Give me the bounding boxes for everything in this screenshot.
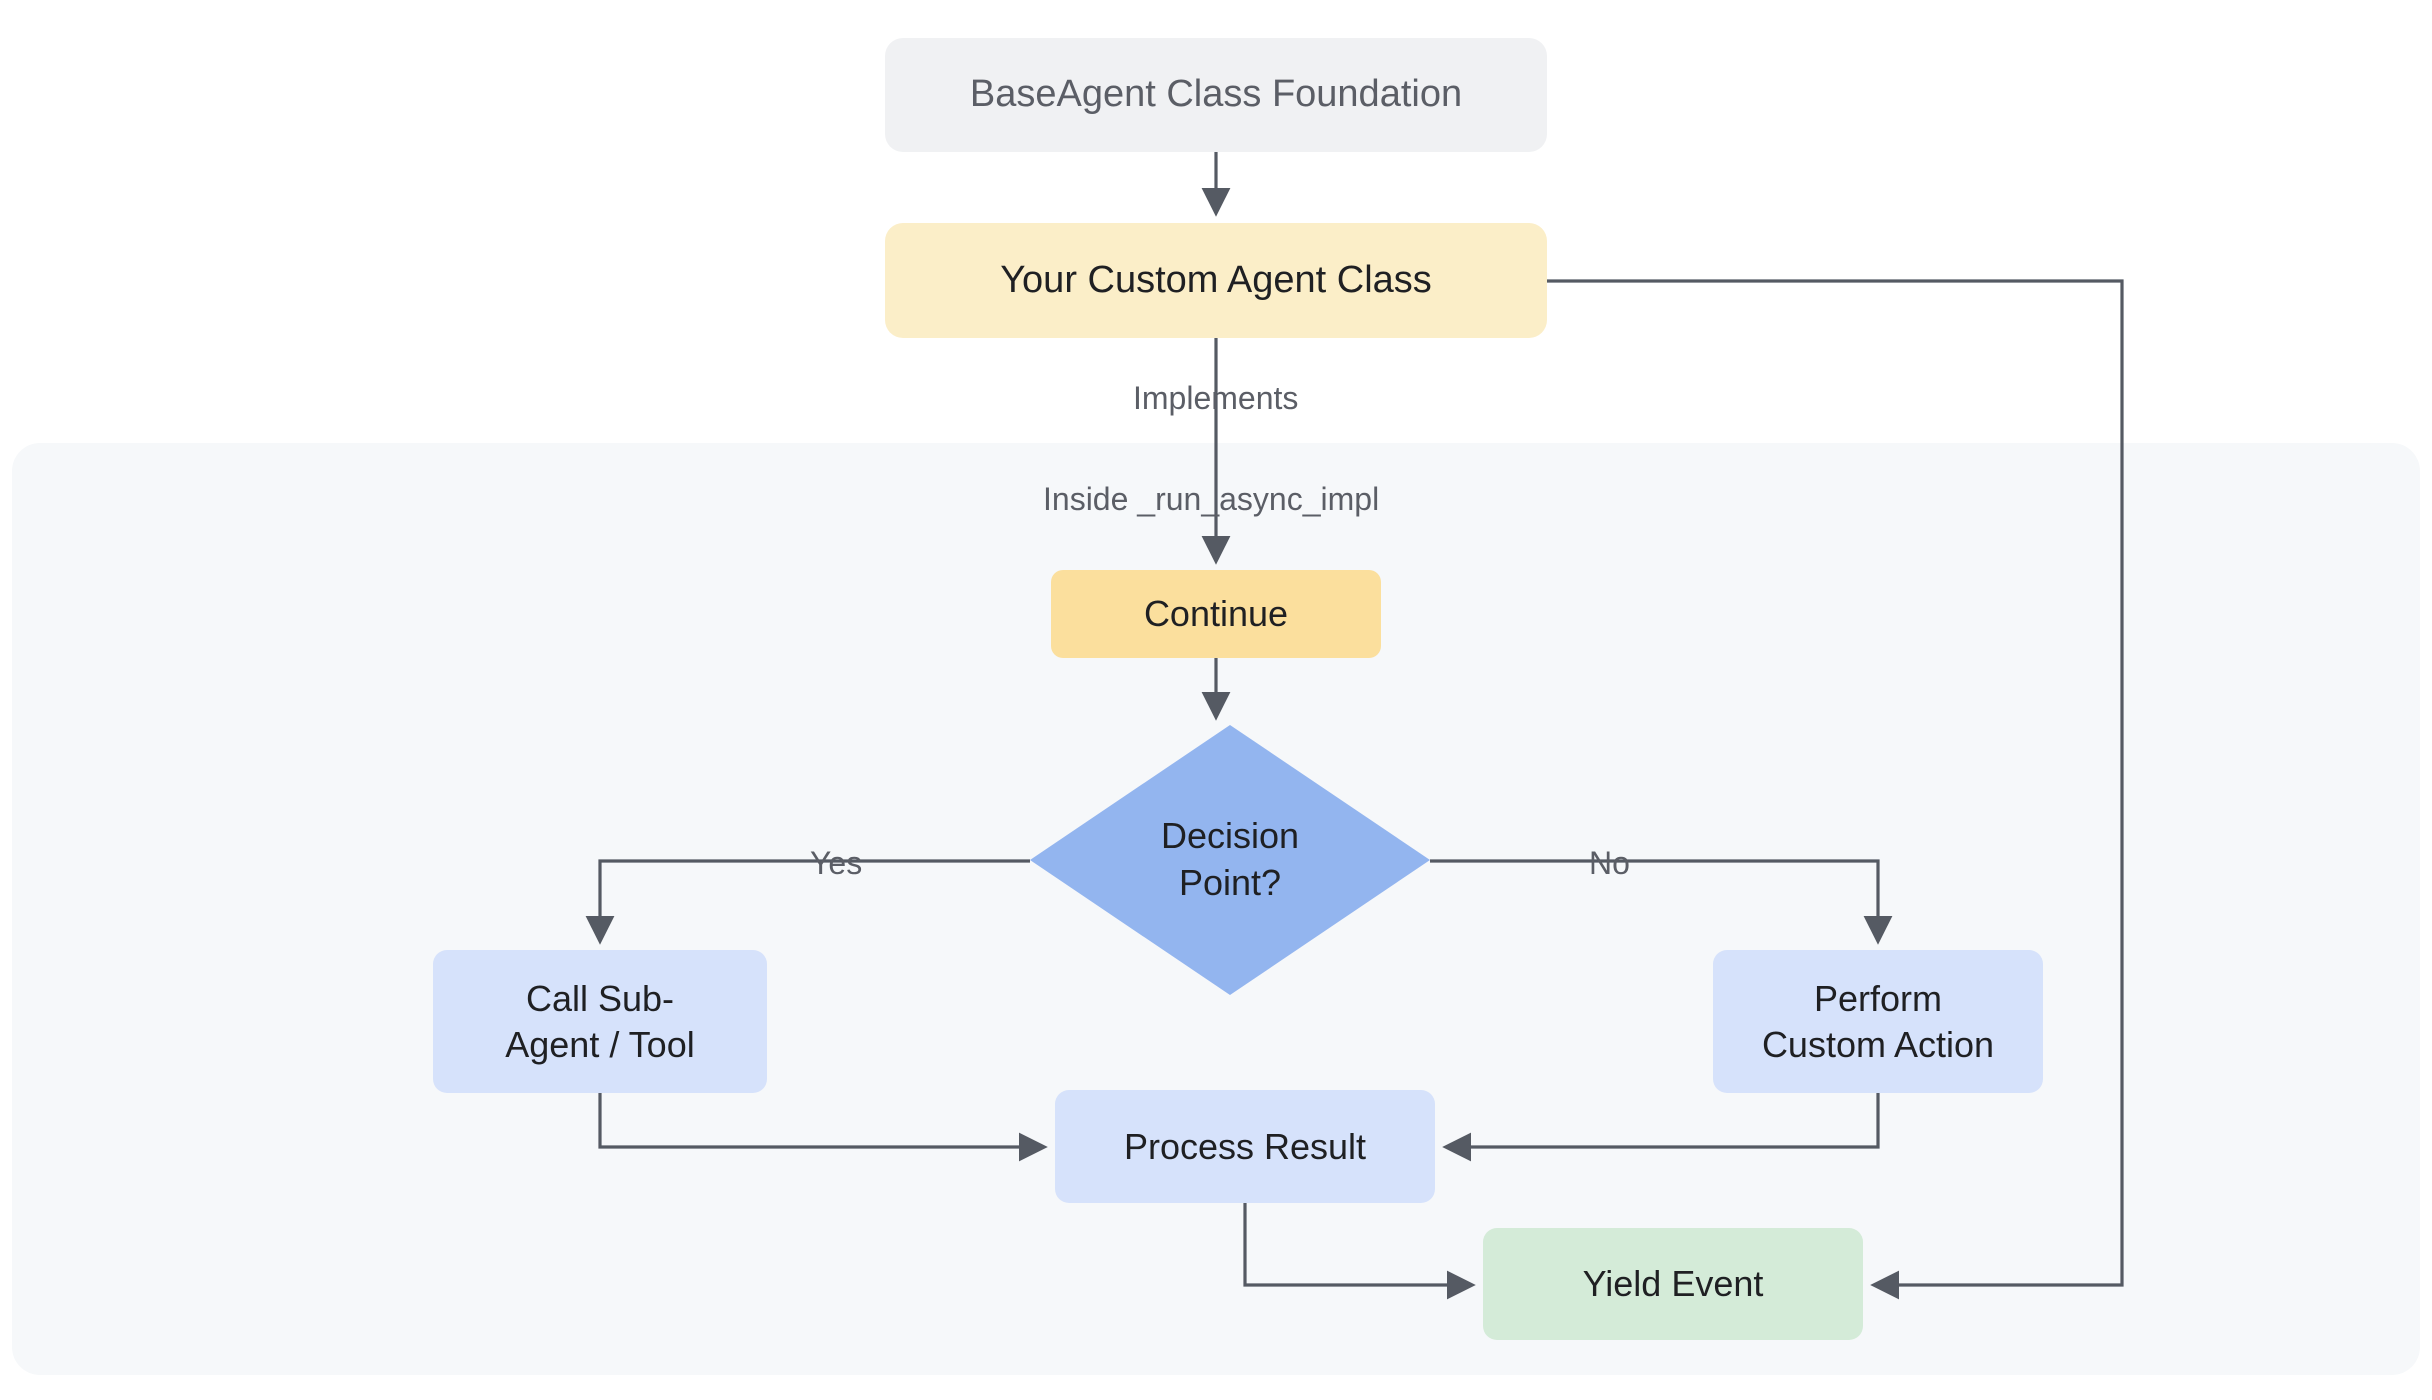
- node-continue[interactable]: Continue: [1051, 570, 1381, 658]
- edge-label-yes: Yes: [810, 845, 863, 881]
- node-label-group: Perform Custom Action: [1762, 976, 1994, 1067]
- node-label: Continue: [1143, 593, 1289, 635]
- node-perform-custom-action[interactable]: Perform Custom Action: [1713, 950, 2043, 1093]
- edge-label-implements: Implements: [1133, 380, 1299, 416]
- node-label-line1: Call Sub-: [525, 978, 675, 1020]
- node-decision-point[interactable]: Decision Point?: [1030, 725, 1430, 995]
- node-label: Yield Event: [1582, 1263, 1764, 1305]
- node-label: Process Result: [1123, 1125, 1367, 1167]
- node-label: Your Custom Agent Class: [1000, 258, 1432, 301]
- node-your-custom-agent-class[interactable]: Your Custom Agent Class: [885, 223, 1547, 338]
- node-label-line2: Agent / Tool: [505, 1023, 695, 1065]
- node-base-agent-class-foundation[interactable]: BaseAgent Class Foundation: [885, 38, 1547, 152]
- edge-label-no: No: [1589, 845, 1630, 881]
- node-label-line2: Point?: [1178, 862, 1282, 903]
- node-yield-event[interactable]: Yield Event: [1483, 1228, 1863, 1340]
- node-label: BaseAgent Class Foundation: [969, 73, 1463, 116]
- node-call-sub-agent-tool[interactable]: Call Sub- Agent / Tool: [433, 950, 767, 1093]
- node-label-group: Call Sub- Agent / Tool: [505, 976, 694, 1067]
- node-label-line1: Decision: [1160, 815, 1300, 857]
- node-label-line1: Perform: [1813, 978, 1942, 1020]
- node-process-result[interactable]: Process Result: [1055, 1090, 1435, 1203]
- edge-label-inside-run-async-impl: Inside _run_async_impl: [1043, 481, 1380, 517]
- node-label-group: Decision Point?: [1161, 813, 1299, 907]
- node-label-line2: Custom Action: [1761, 1023, 1995, 1065]
